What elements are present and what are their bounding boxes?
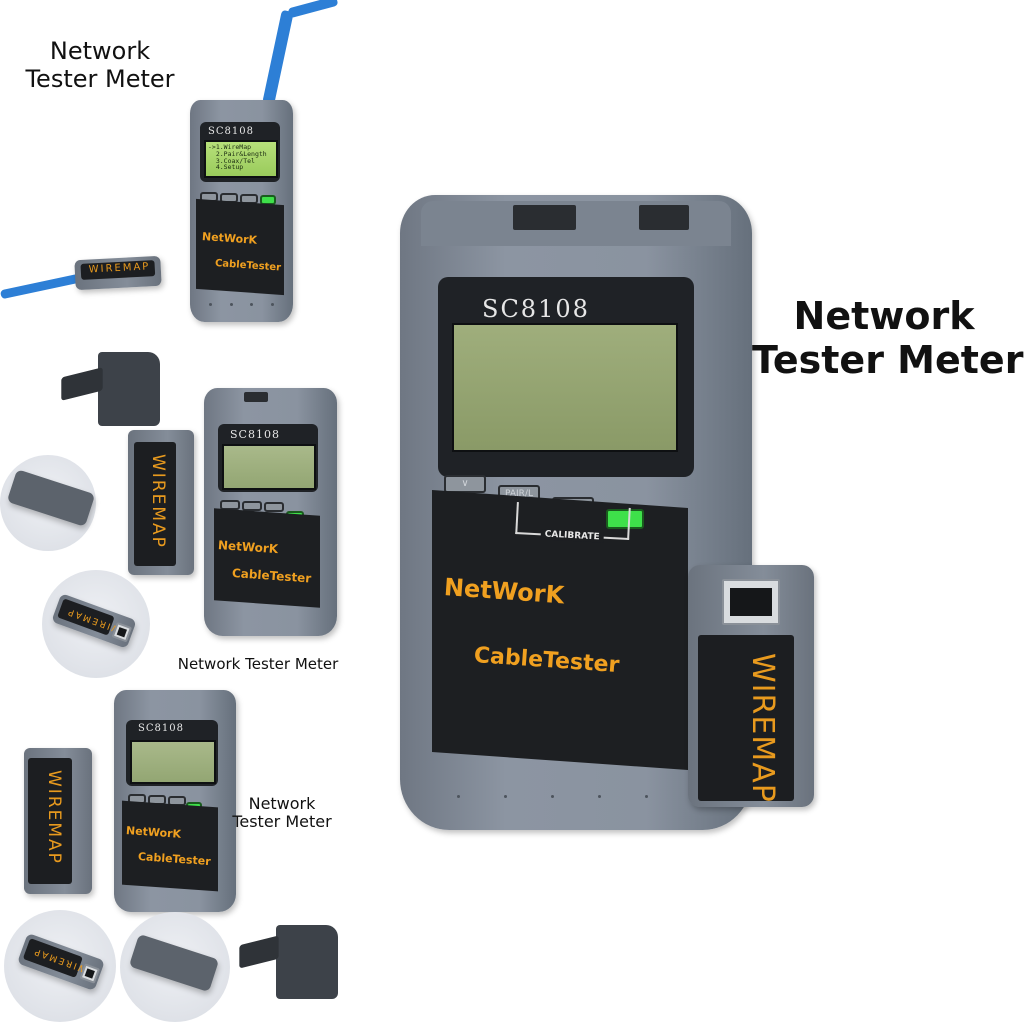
calibrate-bracket: CALIBRATE (515, 502, 631, 543)
tester-device-small-1: SC8108 ->1.WireMap 2.Pair&Length 3.Coax/… (190, 100, 293, 322)
model-label: SC8108 (208, 126, 254, 137)
remote-back-view (6, 469, 96, 527)
detail-circle-1 (0, 455, 96, 551)
lcd-screen (452, 323, 678, 452)
wiremap-remote-upright-1: WIREMAP (128, 430, 194, 575)
rj45-port (79, 963, 101, 984)
network-cable-top (262, 9, 294, 106)
remote-face (28, 758, 72, 884)
detail-circle-2: WIREMAP (42, 570, 150, 678)
wiremap-remote-small-1: WIREMAP (74, 255, 162, 291)
battery-lid (61, 367, 103, 401)
caption-main: Network Tester Meter (752, 294, 1024, 382)
wiremap-label: WIREMAP (44, 770, 64, 865)
rj45-port (722, 579, 780, 625)
model-label: SC8108 (230, 428, 280, 441)
wiremap-remote-upright-2: WIREMAP (24, 748, 92, 894)
button-enter (606, 509, 644, 529)
button-down: ∨ (444, 475, 486, 493)
network-cable-left (0, 273, 81, 300)
caption-bottom-left: Network Tester Meter (232, 794, 332, 832)
caption-middle-left: Network Tester Meter (177, 655, 339, 673)
caption-top-left: Network Tester Meter (25, 37, 175, 93)
wiremap-label: WIREMAP (745, 653, 780, 803)
wiremap-label: WIREMAP (148, 454, 168, 549)
wiremap-remote-main: WIREMAP (688, 565, 814, 807)
remote-front-view: WIREMAP (51, 593, 137, 649)
speaker-dots (200, 303, 282, 306)
battery-compartment (98, 352, 160, 426)
lcd-menu-text: ->1.WireMap 2.Pair&Length 3.Coax/Tel 4.S… (208, 143, 267, 172)
remote-front-view: WIREMAP (17, 932, 105, 992)
remote-face (698, 635, 794, 801)
tester-device-small-2: SC8108 NetWorK CableTester (204, 388, 337, 636)
lcd-screen: ->1.WireMap 2.Pair&Length 3.Coax/Tel 4.S… (204, 140, 278, 178)
battery-compartment (276, 925, 338, 999)
remote-face (134, 442, 176, 566)
tester-device-small-3: SC8108 NetWorK CableTester (114, 690, 236, 912)
front-panel (196, 198, 284, 296)
lcd-screen (222, 444, 316, 490)
front-panel (122, 800, 218, 892)
detail-circle-3: WIREMAP (4, 910, 116, 1022)
speaker-dots (435, 795, 717, 798)
rj45-port (111, 621, 133, 643)
remote-back-view (128, 933, 220, 993)
button-up (264, 502, 284, 512)
detail-circle-4 (120, 912, 230, 1022)
model-label: SC8108 (138, 723, 184, 734)
battery-lid (239, 935, 279, 969)
rj45-port-top-right (639, 204, 689, 230)
rj45-port-top-left (512, 204, 576, 230)
lcd-screen (130, 740, 216, 784)
model-label: SC8108 (482, 295, 590, 323)
network-cable-top-end (287, 0, 339, 19)
front-panel (214, 508, 320, 608)
rj45-port-top (243, 391, 268, 402)
